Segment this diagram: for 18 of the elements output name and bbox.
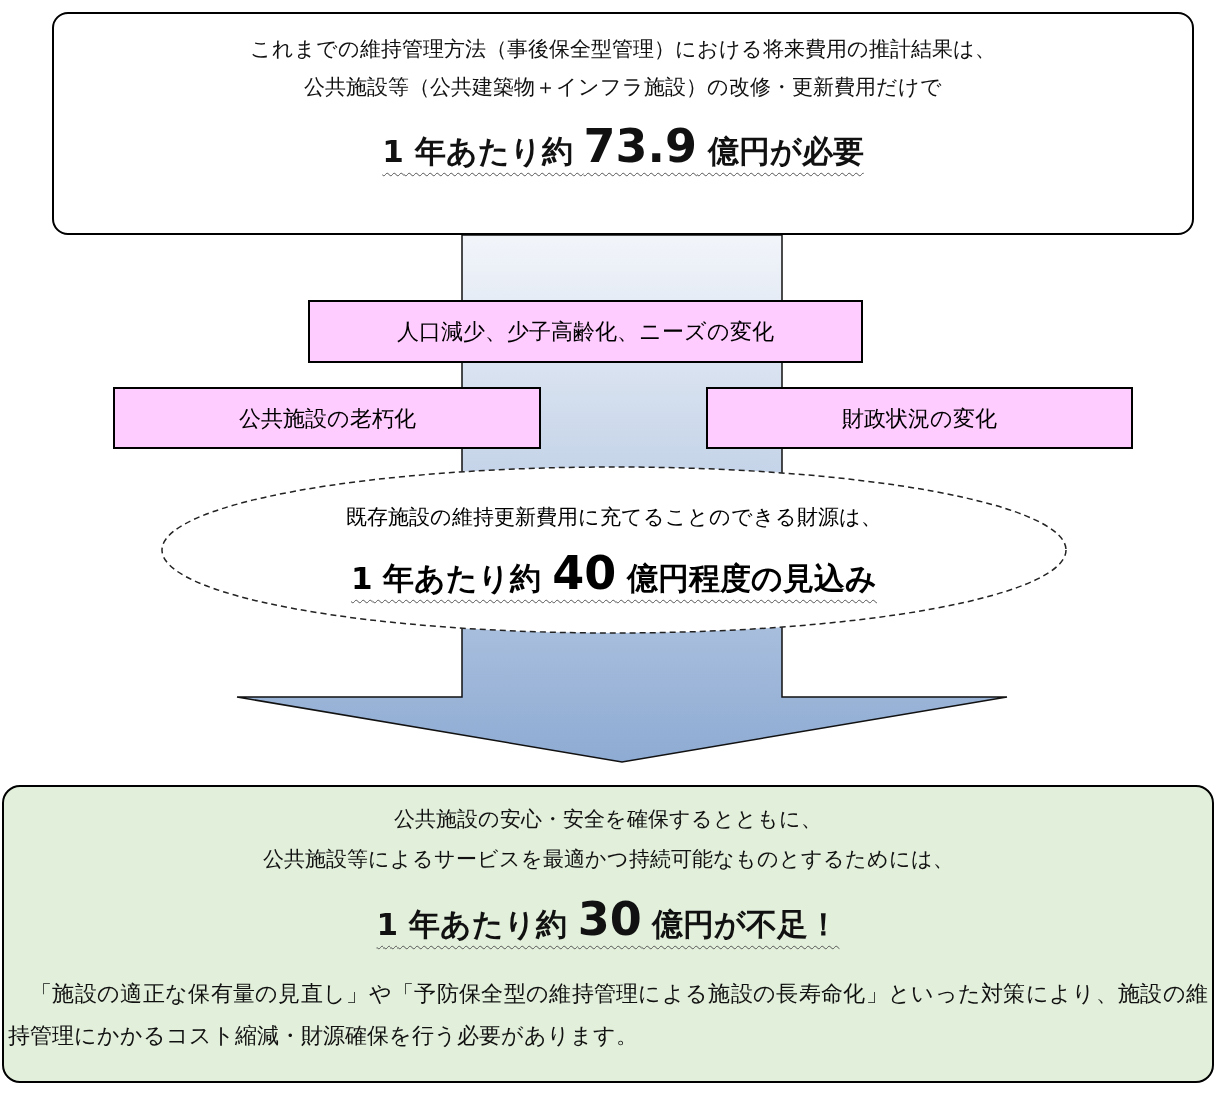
emphasis-text: 1 年あたり約 73.9 億円が必要 bbox=[382, 118, 864, 175]
summary-box bbox=[52, 12, 1194, 235]
factor-box bbox=[308, 300, 863, 363]
factor-label: 公共施設の老朽化 bbox=[238, 404, 416, 433]
body-text: 公共施設の安心・安全を確保するとともに、 bbox=[394, 806, 822, 833]
factor-box bbox=[113, 387, 541, 449]
factor-label: 財政状況の変化 bbox=[842, 404, 997, 433]
body-text: これまでの維持管理方法（事後保全型管理）における将来費用の推計結果は、 bbox=[250, 36, 996, 63]
body-text: 公共施設等によるサービスを最適かつ持続可能なものとするためには、 bbox=[262, 846, 954, 873]
emphasis-text: 1 年あたり約 40 億円程度の見込み bbox=[351, 545, 877, 602]
factor-label: 人口減少、少子高齢化、ニーズの変化 bbox=[397, 318, 774, 346]
emphasis-text: 1 年あたり約 30 億円が不足！ bbox=[376, 891, 840, 948]
dashed-ellipse bbox=[160, 465, 1068, 635]
body-paragraph: 「施設の適正な保有量の見直し」や「予防保全型の維持管理による施設の長寿命化」といった対策により、施設の維持管理にかかるコスト縮減・財源確保を行う必要があります。 bbox=[7, 979, 1209, 1050]
factor-box bbox=[706, 387, 1133, 449]
body-text: 公共施設等（公共建築物＋インフラ施設）の改修・更新費用だけで bbox=[304, 74, 942, 101]
conclusion-box bbox=[2, 785, 1214, 1083]
body-text: 既存施設の維持更新費用に充てることのできる財源は、 bbox=[346, 503, 882, 531]
